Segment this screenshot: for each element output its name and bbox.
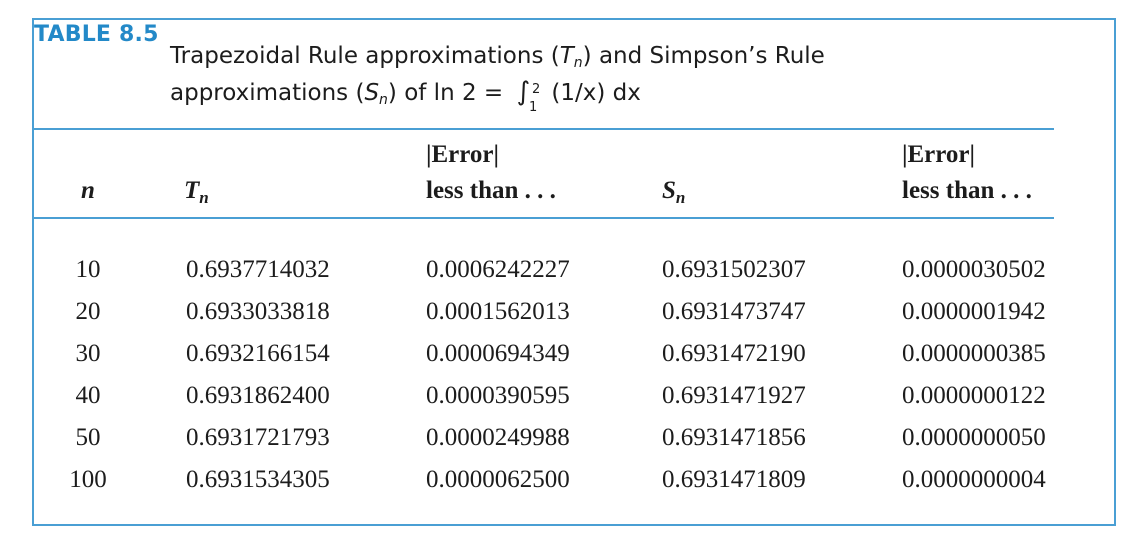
table-row-n: 40	[75, 382, 101, 409]
table-row-n: 20	[75, 298, 101, 325]
table-cell-tn: 0.6931721793	[186, 424, 330, 451]
table-cell-tn: 0.6932166154	[186, 340, 330, 367]
header-rule	[34, 217, 1054, 219]
table-cell-sn: 0.6931502307	[662, 256, 806, 283]
top-rule	[34, 128, 1054, 130]
header-tn: Tn	[184, 177, 209, 207]
table-row-n: 100	[69, 466, 107, 493]
table-frame	[32, 18, 1116, 526]
table-cell-error-t: 0.0000062500	[426, 466, 570, 493]
header-error-s: |Error| less than . . .	[902, 141, 1032, 204]
table-cell-sn: 0.6931471809	[662, 466, 806, 493]
table-cell-error-t: 0.0001562013	[426, 298, 570, 325]
integral-upper-limit: 2	[532, 82, 541, 97]
table-cell-error-t: 0.0000249988	[426, 424, 570, 451]
table-cell-error-s: 0.0000000385	[902, 340, 1046, 367]
header-n: n	[81, 177, 95, 204]
table-cell-sn: 0.6931472190	[662, 340, 806, 367]
caption-line-1: Trapezoidal Rule approximations (Tn) and…	[170, 43, 825, 71]
integral-sign: ∫	[516, 77, 531, 107]
integral-lower-limit: 1	[529, 100, 538, 115]
table-number-label: TABLE 8.5	[34, 22, 159, 47]
table-cell-tn: 0.6931534305	[186, 466, 330, 493]
table-cell-error-t: 0.0000390595	[426, 382, 570, 409]
table-cell-tn: 0.6937714032	[186, 256, 330, 283]
header-error-t: |Error| less than . . .	[426, 141, 556, 204]
table-cell-error-s: 0.0000000004	[902, 466, 1046, 493]
table-cell-error-s: 0.0000030502	[902, 256, 1046, 283]
integrand: (1/x) dx	[544, 80, 641, 106]
table-cell-sn: 0.6931473747	[662, 298, 806, 325]
table-row-n: 30	[75, 340, 101, 367]
header-sn: Sn	[662, 177, 686, 207]
table-cell-sn: 0.6931471927	[662, 382, 806, 409]
table-row-n: 50	[75, 424, 101, 451]
table-cell-tn: 0.6933033818	[186, 298, 330, 325]
table-cell-tn: 0.6931862400	[186, 382, 330, 409]
table-cell-error-s: 0.0000000122	[902, 382, 1046, 409]
table-cell-error-s: 0.0000000050	[902, 424, 1046, 451]
table-cell-error-t: 0.0006242227	[426, 256, 570, 283]
table-cell-error-s: 0.0000001942	[902, 298, 1046, 325]
table-cell-sn: 0.6931471856	[662, 424, 806, 451]
table-row-n: 10	[75, 256, 101, 283]
table-cell-error-t: 0.0000694349	[426, 340, 570, 367]
